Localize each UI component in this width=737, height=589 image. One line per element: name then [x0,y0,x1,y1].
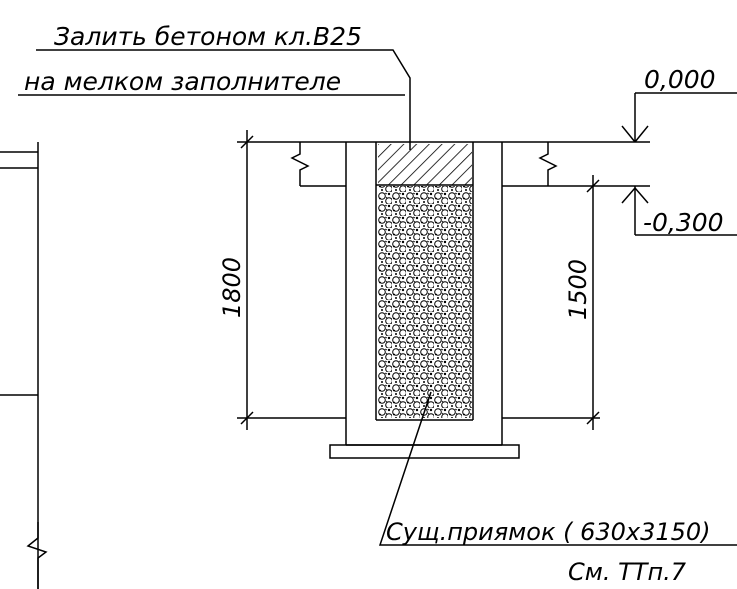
fill-note-line2: на мелком заполнителе [24,67,341,96]
concrete-fill-hatch [378,144,472,185]
fill-note-line1: Залить бетоном кл.В25 [54,22,362,51]
pit-note-line1: Сущ.приямок ( 630х3150) [386,518,711,546]
dimension-1500-label: 1500 [564,259,592,320]
level-zero-label: 0,000 [644,65,716,94]
break-mark-left [290,142,310,186]
level-minus-label: -0,300 [643,208,724,237]
pit-leader [378,391,737,546]
fill-leader [36,49,411,150]
gravel-fill [378,186,472,418]
dimension-1500 [586,175,600,430]
footing-slab [329,444,520,459]
dimension-1800-label: 1800 [218,257,246,318]
level-marker-minus [621,186,737,236]
left-wall [0,142,48,589]
pit-note-line2: См. ТТп.7 [568,558,687,586]
level-marker-zero [621,92,737,143]
break-mark-right [538,142,558,186]
dimension-1800 [240,130,254,430]
